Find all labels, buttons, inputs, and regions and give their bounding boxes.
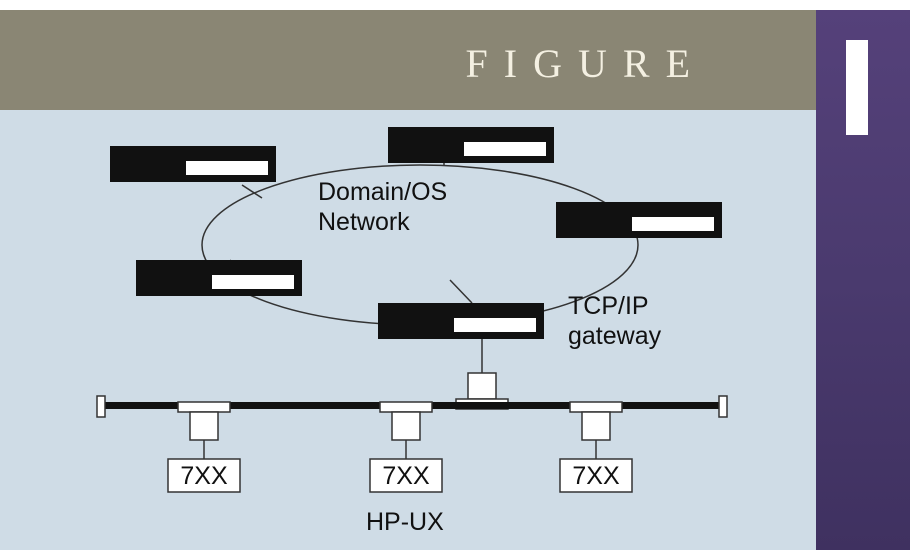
station-transceiver <box>189 411 219 441</box>
station-label: 7XX <box>180 462 228 490</box>
workstation-node <box>556 202 722 238</box>
workstation-node <box>388 127 554 163</box>
workstation-node <box>110 146 276 182</box>
link-line <box>241 184 263 199</box>
station-box <box>167 458 241 493</box>
gateway-transceiver <box>467 372 497 400</box>
station-tap <box>177 401 231 413</box>
station-box <box>369 458 443 493</box>
link-line <box>449 279 473 304</box>
figure-header: FIGURE <box>0 10 816 110</box>
network-label-line2: Network <box>318 208 410 236</box>
station-box <box>559 458 633 493</box>
network-diagram: Domain/OS Network TCP/IP gateway 7XX 7XX… <box>96 127 728 536</box>
diagram-panel: Domain/OS Network TCP/IP gateway 7XX 7XX… <box>0 110 816 550</box>
network-label-line1: Domain/OS <box>318 178 447 206</box>
station-label: 7XX <box>572 462 620 490</box>
station-transceiver <box>581 411 611 441</box>
figure-title: FIGURE <box>465 41 706 86</box>
station-label: 7XX <box>382 462 430 490</box>
gateway-label-line2: gateway <box>568 322 662 350</box>
gateway-label-line1: TCP/IP <box>568 292 649 320</box>
workstation-node <box>136 260 302 296</box>
figure-number-bar: 1 <box>846 40 868 135</box>
bus-terminator-left <box>96 395 106 418</box>
segment-label: HP-UX <box>366 508 444 536</box>
station-tap <box>379 401 433 413</box>
bus-terminator-right <box>718 395 728 418</box>
gateway-node <box>378 303 544 339</box>
station-transceiver <box>391 411 421 441</box>
station-tap <box>569 401 623 413</box>
